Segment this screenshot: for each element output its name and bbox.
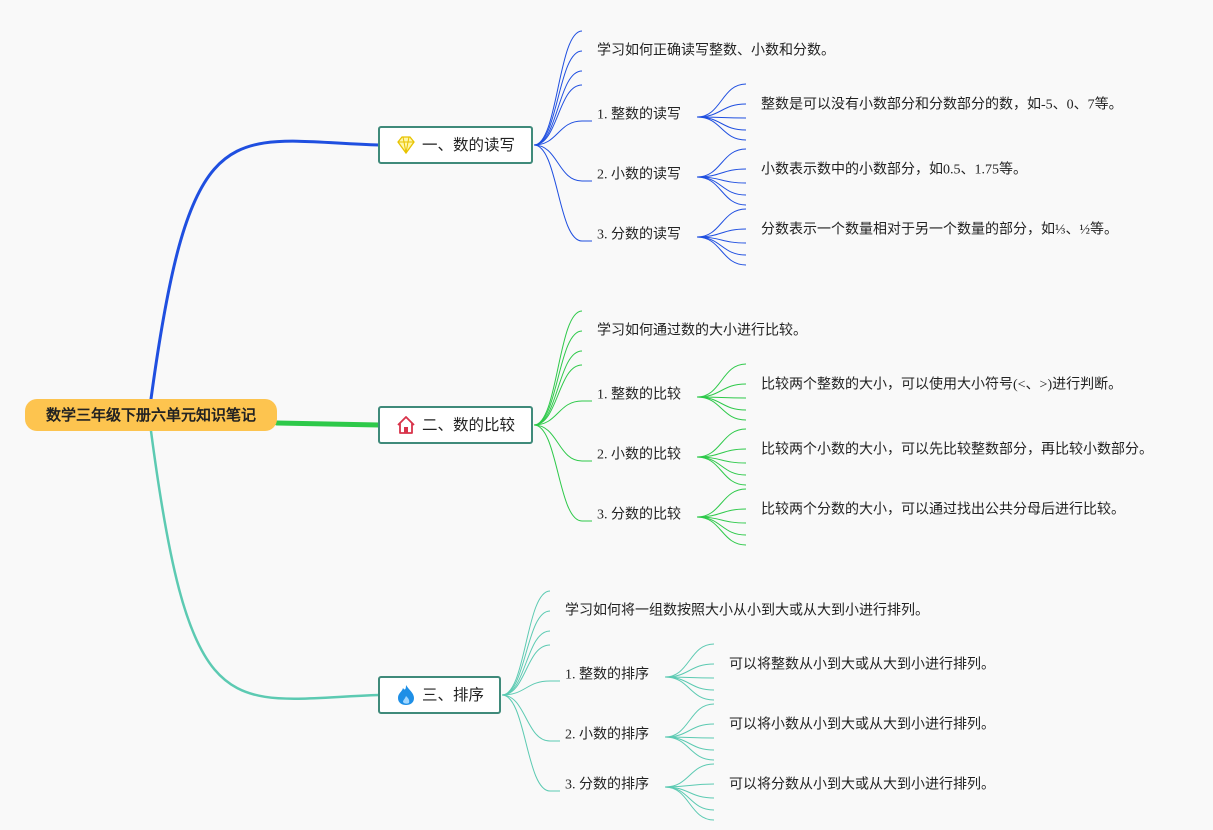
subtopic-detail-text[interactable]: 可以将分数从小到大或从大到小进行排列。 [729,777,995,793]
root-link-1 [149,139,381,401]
subtopic-label[interactable]: 1. 整数的读写 [597,106,681,123]
root-node[interactable] [25,399,277,431]
topic-node-1[interactable] [378,126,533,164]
subtopic-label[interactable]: 1. 整数的排序 [565,667,649,683]
detail-fan-line [664,736,715,761]
subtopic-detail-text[interactable]: 可以将小数从小到大或从大到小进行排列。 [729,717,995,733]
diamond-icon [397,136,415,155]
topic-fan-line [533,400,583,426]
detail-fan-line [664,663,715,678]
flame-icon [398,685,414,705]
subtopic-detail-text[interactable]: 整数是可以没有小数部分和分数部分的数，如-5、0、7等。 [761,96,1123,113]
topic-node-2[interactable] [378,406,533,444]
topic-fan-line [501,644,551,696]
topic-fan-line [533,50,583,146]
subtopic-label[interactable]: 2. 小数的比较 [597,447,681,463]
detail-fan-line [696,103,747,118]
detail-fan-line [664,703,715,738]
detail-fan-line [696,116,747,141]
subtopic-detail-text[interactable]: 小数表示数中的小数部分，如0.5、1.75等。 [761,161,1027,178]
topic-fan-line [533,310,583,426]
topic-fan-line [533,330,583,426]
topic-fan-line [501,590,551,696]
topic-fan-line [533,144,583,182]
detail-fan-line [664,643,715,678]
topic-fan-line [533,364,583,426]
detail-fan-line [664,763,715,788]
root-link-2 [274,420,382,428]
subtopic-detail-text[interactable]: 比较两个整数的大小，可以使用大小符号(<、>)进行判断。 [761,376,1122,393]
detail-fan-line [696,236,747,266]
topic-fan-line [533,84,583,146]
branch-intro-text[interactable]: 学习如何通过数的大小进行比较。 [597,323,807,339]
subtopic-label[interactable]: 3. 分数的排序 [565,777,649,793]
subtopic-detail-text[interactable]: 分数表示一个数量相对于另一个数量的部分，如⅓、½等。 [761,221,1118,238]
detail-fan-line [696,516,747,546]
subtopic-detail-text[interactable]: 比较两个分数的大小，可以通过找出公共分母后进行比较。 [761,502,1125,518]
detail-fan-line [696,176,747,206]
topic-fan-line [533,424,583,462]
subtopic-label[interactable]: 3. 分数的读写 [597,226,681,243]
detail-fan-line [696,148,747,178]
subtopic-label[interactable]: 2. 小数的读写 [597,166,681,183]
subtopic-detail-text[interactable]: 可以将整数从小到大或从大到小进行排列。 [729,657,995,673]
detail-fan-line [664,783,715,788]
topic-fan-line [533,144,583,242]
topic-fan-line [533,70,583,146]
topic-fan-line [533,120,583,146]
house-icon [397,416,415,434]
detail-fan-line [696,208,747,238]
subtopic-label[interactable]: 2. 小数的排序 [565,727,649,743]
detail-fan-line [664,723,715,738]
detail-fan-line [696,488,747,518]
detail-fan-line [664,786,715,821]
detail-fan-line [696,396,747,421]
topic-fan-line [501,680,551,696]
detail-fan-line [696,383,747,398]
root-link-3 [149,429,381,700]
topic-node-label-2[interactable]: 二、数的比较 [422,416,515,434]
detail-fan-line [664,786,715,811]
root-node-label[interactable]: 数学三年级下册六单元知识笔记 [46,406,256,424]
topic-fan-line [501,630,551,696]
detail-fan-line [696,83,747,118]
topic-fan-line [501,694,551,742]
detail-fan-line [696,428,747,458]
detail-fan-line [664,676,715,701]
branch-intro-text[interactable]: 学习如何正确读写整数、小数和分数。 [597,42,835,59]
detail-fan-line [696,363,747,398]
topic-fan-line [533,350,583,426]
topic-fan-line [533,424,583,522]
topic-fan-line [501,694,551,792]
topic-fan-line [533,30,583,146]
branch-intro-text[interactable]: 学习如何将一组数按照大小从小到大或从大到小进行排列。 [565,603,929,619]
topic-node-label-3[interactable]: 三、排序 [422,686,484,704]
subtopic-label[interactable]: 3. 分数的比较 [597,507,681,523]
topic-fan-line [501,610,551,696]
detail-fan-line [696,456,747,486]
topic-node-label-1[interactable]: 一、数的读写 [422,136,515,154]
subtopic-detail-text[interactable]: 比较两个小数的大小，可以先比较整数部分，再比较小数部分。 [761,442,1153,458]
subtopic-label[interactable]: 1. 整数的比较 [597,387,681,403]
